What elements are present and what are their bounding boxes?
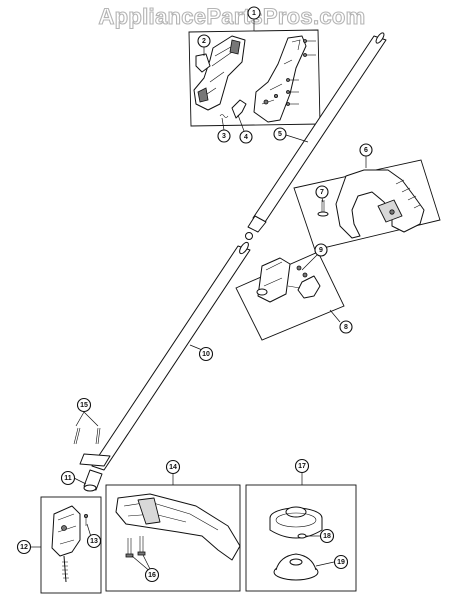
- callout-label-16: 16: [148, 572, 156, 579]
- callout-label-9: 9: [319, 247, 323, 254]
- upper-shaft: [245, 32, 387, 240]
- callout-label-5: 5: [278, 131, 282, 138]
- loop-handle: [335, 169, 425, 239]
- callout-6: 6: [359, 143, 373, 157]
- callout-label-2: 2: [202, 38, 206, 45]
- gear-head-assembly: [40, 496, 102, 594]
- assist-handle-assembly: [293, 159, 441, 251]
- screws: [286, 39, 316, 106]
- callout-7: 7: [315, 185, 329, 199]
- handle-bolt: [317, 200, 329, 217]
- callout-13: 13: [86, 533, 102, 549]
- callout-2: 2: [197, 34, 211, 48]
- callout-17: 17: [294, 458, 310, 474]
- group-box-17: [245, 484, 357, 592]
- callout-4: 4: [239, 130, 253, 144]
- callout-label-12: 12: [20, 544, 28, 551]
- spool-spring: [297, 533, 307, 539]
- shaft-coupler: [247, 215, 267, 233]
- lever: [231, 99, 247, 119]
- callout-label-15: 15: [80, 402, 88, 409]
- callout-label-18: 18: [323, 533, 331, 540]
- handle-housing-assembly: [188, 29, 321, 127]
- callout-label-8: 8: [344, 324, 348, 331]
- group-box-12: [40, 496, 102, 594]
- callout-8: 8: [339, 320, 353, 334]
- callout-15: 15: [76, 397, 92, 413]
- callout-3: 3: [217, 129, 231, 143]
- callout-label-13: 13: [90, 538, 98, 545]
- spring: [219, 114, 229, 118]
- trimmer-guard: [115, 493, 241, 561]
- callout-9: 9: [314, 243, 328, 257]
- group-box-6: [293, 159, 441, 251]
- watermark: AppliancePartsPros.com: [98, 4, 365, 29]
- gear-head-housing: [51, 505, 81, 557]
- callout-label-6: 6: [364, 147, 368, 154]
- callout-label-1: 1: [252, 10, 256, 17]
- clamp-assembly: [235, 251, 345, 341]
- lower-shaft: [73, 241, 251, 492]
- callout-label-11: 11: [64, 475, 72, 482]
- guard-assembly: [105, 484, 241, 592]
- clamp-knob: [297, 275, 321, 299]
- callout-18: 18: [319, 528, 335, 544]
- lower-shaft-tube: [91, 245, 251, 471]
- callouts: 1 2 3 4 5 6 7 8 9 10 11 12 13 14 15 16 1…: [16, 6, 373, 583]
- spool-housing: [269, 518, 323, 539]
- callout-5: 5: [273, 127, 287, 141]
- callout-14: 14: [165, 459, 181, 475]
- callout-label-7: 7: [320, 189, 324, 196]
- guard-bracket: [79, 453, 111, 467]
- bracket-screws: [73, 427, 101, 445]
- callout-label-4: 4: [244, 134, 248, 141]
- callout-10: 10: [198, 346, 214, 362]
- guard-screws: [125, 536, 146, 558]
- callout-1: 1: [247, 6, 261, 20]
- trimmer-head-assembly: [245, 484, 357, 592]
- callout-16: 16: [144, 567, 160, 583]
- callout-label-19: 19: [337, 559, 345, 566]
- callout-label-3: 3: [222, 133, 226, 140]
- callout-19: 19: [333, 554, 349, 570]
- callout-12: 12: [16, 539, 32, 555]
- group-box-8: [235, 251, 345, 341]
- callout-label-10: 10: [202, 351, 210, 358]
- callout-label-17: 17: [298, 463, 306, 470]
- callout-11: 11: [60, 470, 76, 486]
- callout-label-14: 14: [169, 464, 177, 471]
